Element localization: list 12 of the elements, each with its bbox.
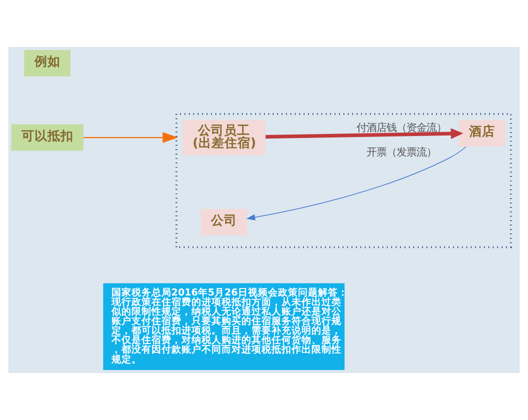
node-box: 国家税务总局2016年5月26日视频会政策问题解答： 现行政策在住宿费的进项税抵扣方面，从未作出过类似的限制性规定，纳税人无论通过私人账户还是对公账户支付住宿费，只要其购买的住宿服务符合现行规定，都可以抵扣进项税。而且，需要补充说明的是，不仅是住宿费，对纳税人购进的其他任何货物、服务，都没有因付款账户不同而对进项税抵扣作出限制性规定。 xyxy=(103,283,345,370)
node-box: 公司员工 (出差住宿) xyxy=(182,120,266,156)
arrow xyxy=(83,132,178,143)
edge-label: 开票（发票流） xyxy=(366,147,437,158)
node-box: 例如 xyxy=(24,50,70,76)
edge-label: 付酒店钱（资金流） xyxy=(356,123,447,134)
node-box: 可以抵扣 xyxy=(11,124,84,151)
node-box: 公司 xyxy=(200,208,248,236)
arrow xyxy=(246,146,467,220)
node-box: 酒店 xyxy=(458,120,505,146)
arrow xyxy=(266,128,464,139)
cluster xyxy=(176,113,512,248)
